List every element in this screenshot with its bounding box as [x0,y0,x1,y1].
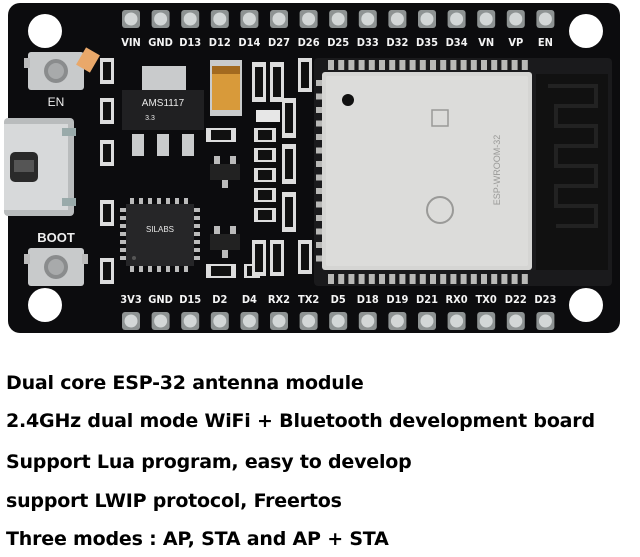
pin-label: GND [148,293,173,306]
pin-label: D4 [242,293,257,306]
pin-hole [420,12,434,26]
feature-line: support LWIP protocol, Freertos [6,490,342,512]
pin-label: D15 [179,293,201,306]
pin-hole [302,314,316,328]
pin-label: D21 [416,293,438,306]
pin-hole [183,12,197,26]
pin-label: VP [508,36,523,49]
pin-hole [213,12,227,26]
pin-label: D5 [331,293,346,306]
top-pin-labels: VIN GND D13 D12 D14 D27 D26 D25 D33 D32 D35 D34 VN VP… [121,36,553,49]
pin-hole [213,314,227,328]
pin-hole [124,12,138,26]
feature-line: 2.4GHz dual mode WiFi + Bluetooth develo… [6,410,595,432]
pin-label: D13 [179,36,201,49]
pin-hole [538,314,552,328]
pin-label: VIN [121,36,141,49]
mounting-hole [28,288,62,322]
pin-hole [390,314,404,328]
esp32-board-photo: VIN GND D13 D12 D14 D27 D26 D25 D33 D32 D35 D34 VN VP… [4,3,620,333]
pin-hole [272,12,286,26]
smd-resistors-left [100,58,114,284]
power-led [76,47,100,73]
pin-hole [479,12,493,26]
pin-label: RX0 [446,293,468,306]
boot-button [24,248,88,286]
pin-label: D27 [268,36,290,49]
en-button-label: EN [48,95,65,109]
pin-label: VN [478,36,494,49]
pin-hole [154,12,168,26]
module-logo: ESP-WROOM-32 [492,135,502,206]
pin-hole [361,314,375,328]
mounting-hole [28,14,62,48]
pin-hole [509,314,523,328]
pin-hole [331,12,345,26]
tantalum-capacitor [210,60,242,116]
pin-label: D35 [416,36,438,49]
pin-label: TX0 [476,293,497,306]
pin-hole [331,314,345,328]
pin-label: D2 [212,293,227,306]
usb-uart-chip: SILABS [120,198,200,272]
pin-hole [450,314,464,328]
pin-label: GND [148,36,173,49]
feature-line: Dual core ESP-32 antenna module [6,372,364,394]
pin-hole [390,12,404,26]
esp32-module: ESP-WROOM-32 [314,58,612,286]
pin-label: D12 [209,36,231,49]
pin-label: D33 [357,36,379,49]
pin-label: D22 [505,293,527,306]
pin-label: EN [538,36,553,49]
pin-hole [509,12,523,26]
top-pin-header [122,10,555,28]
en-button [24,52,88,90]
regulator-label: AMS1117 [142,98,185,109]
pin-hole [479,314,493,328]
pin-label: D26 [298,36,320,49]
pin-label: D34 [446,36,468,49]
pin-hole [450,12,464,26]
pin-hole [420,314,434,328]
pin-label: RX2 [268,293,290,306]
regulator-sublabel: 3.3 [145,115,155,122]
usb-chip-label: SILABS [146,225,174,234]
pin-hole [154,314,168,328]
pin-label: D18 [357,293,379,306]
pin-label: D19 [386,293,408,306]
voltage-regulator: AMS1117 3.3 [122,66,204,156]
pin-label: D23 [534,293,556,306]
feature-line: Three modes : AP, STA and AP + STA [6,528,389,550]
feature-line: Support Lua program, easy to develop [6,451,412,473]
pin-label: 3V3 [120,293,142,306]
pin-hole [242,12,256,26]
bottom-pin-labels: 3V3 GND D15 D2 D4 RX2 TX2 D5 D18 D19 D21 RX0 TX0 D22 D… [120,293,556,306]
pin-label: TX2 [298,293,319,306]
pin-label: D32 [386,36,408,49]
pin-hole [124,314,138,328]
boot-button-label: BOOT [37,230,75,245]
mounting-hole [569,288,603,322]
pin-hole [302,12,316,26]
board-illustration: VIN GND D13 D12 D14 D27 D26 D25 D33 D32 D35 D34 VN VP… [4,3,620,333]
pin-hole [538,12,552,26]
pin-hole [361,12,375,26]
bottom-pin-header [122,312,555,330]
pin-hole [183,314,197,328]
pin-hole [272,314,286,328]
pin-hole [242,314,256,328]
mounting-hole [569,14,603,48]
pin-label: D14 [238,36,260,49]
pin-label: D25 [327,36,349,49]
smd-resistors-middle [252,58,312,276]
micro-usb-connector [4,118,76,216]
